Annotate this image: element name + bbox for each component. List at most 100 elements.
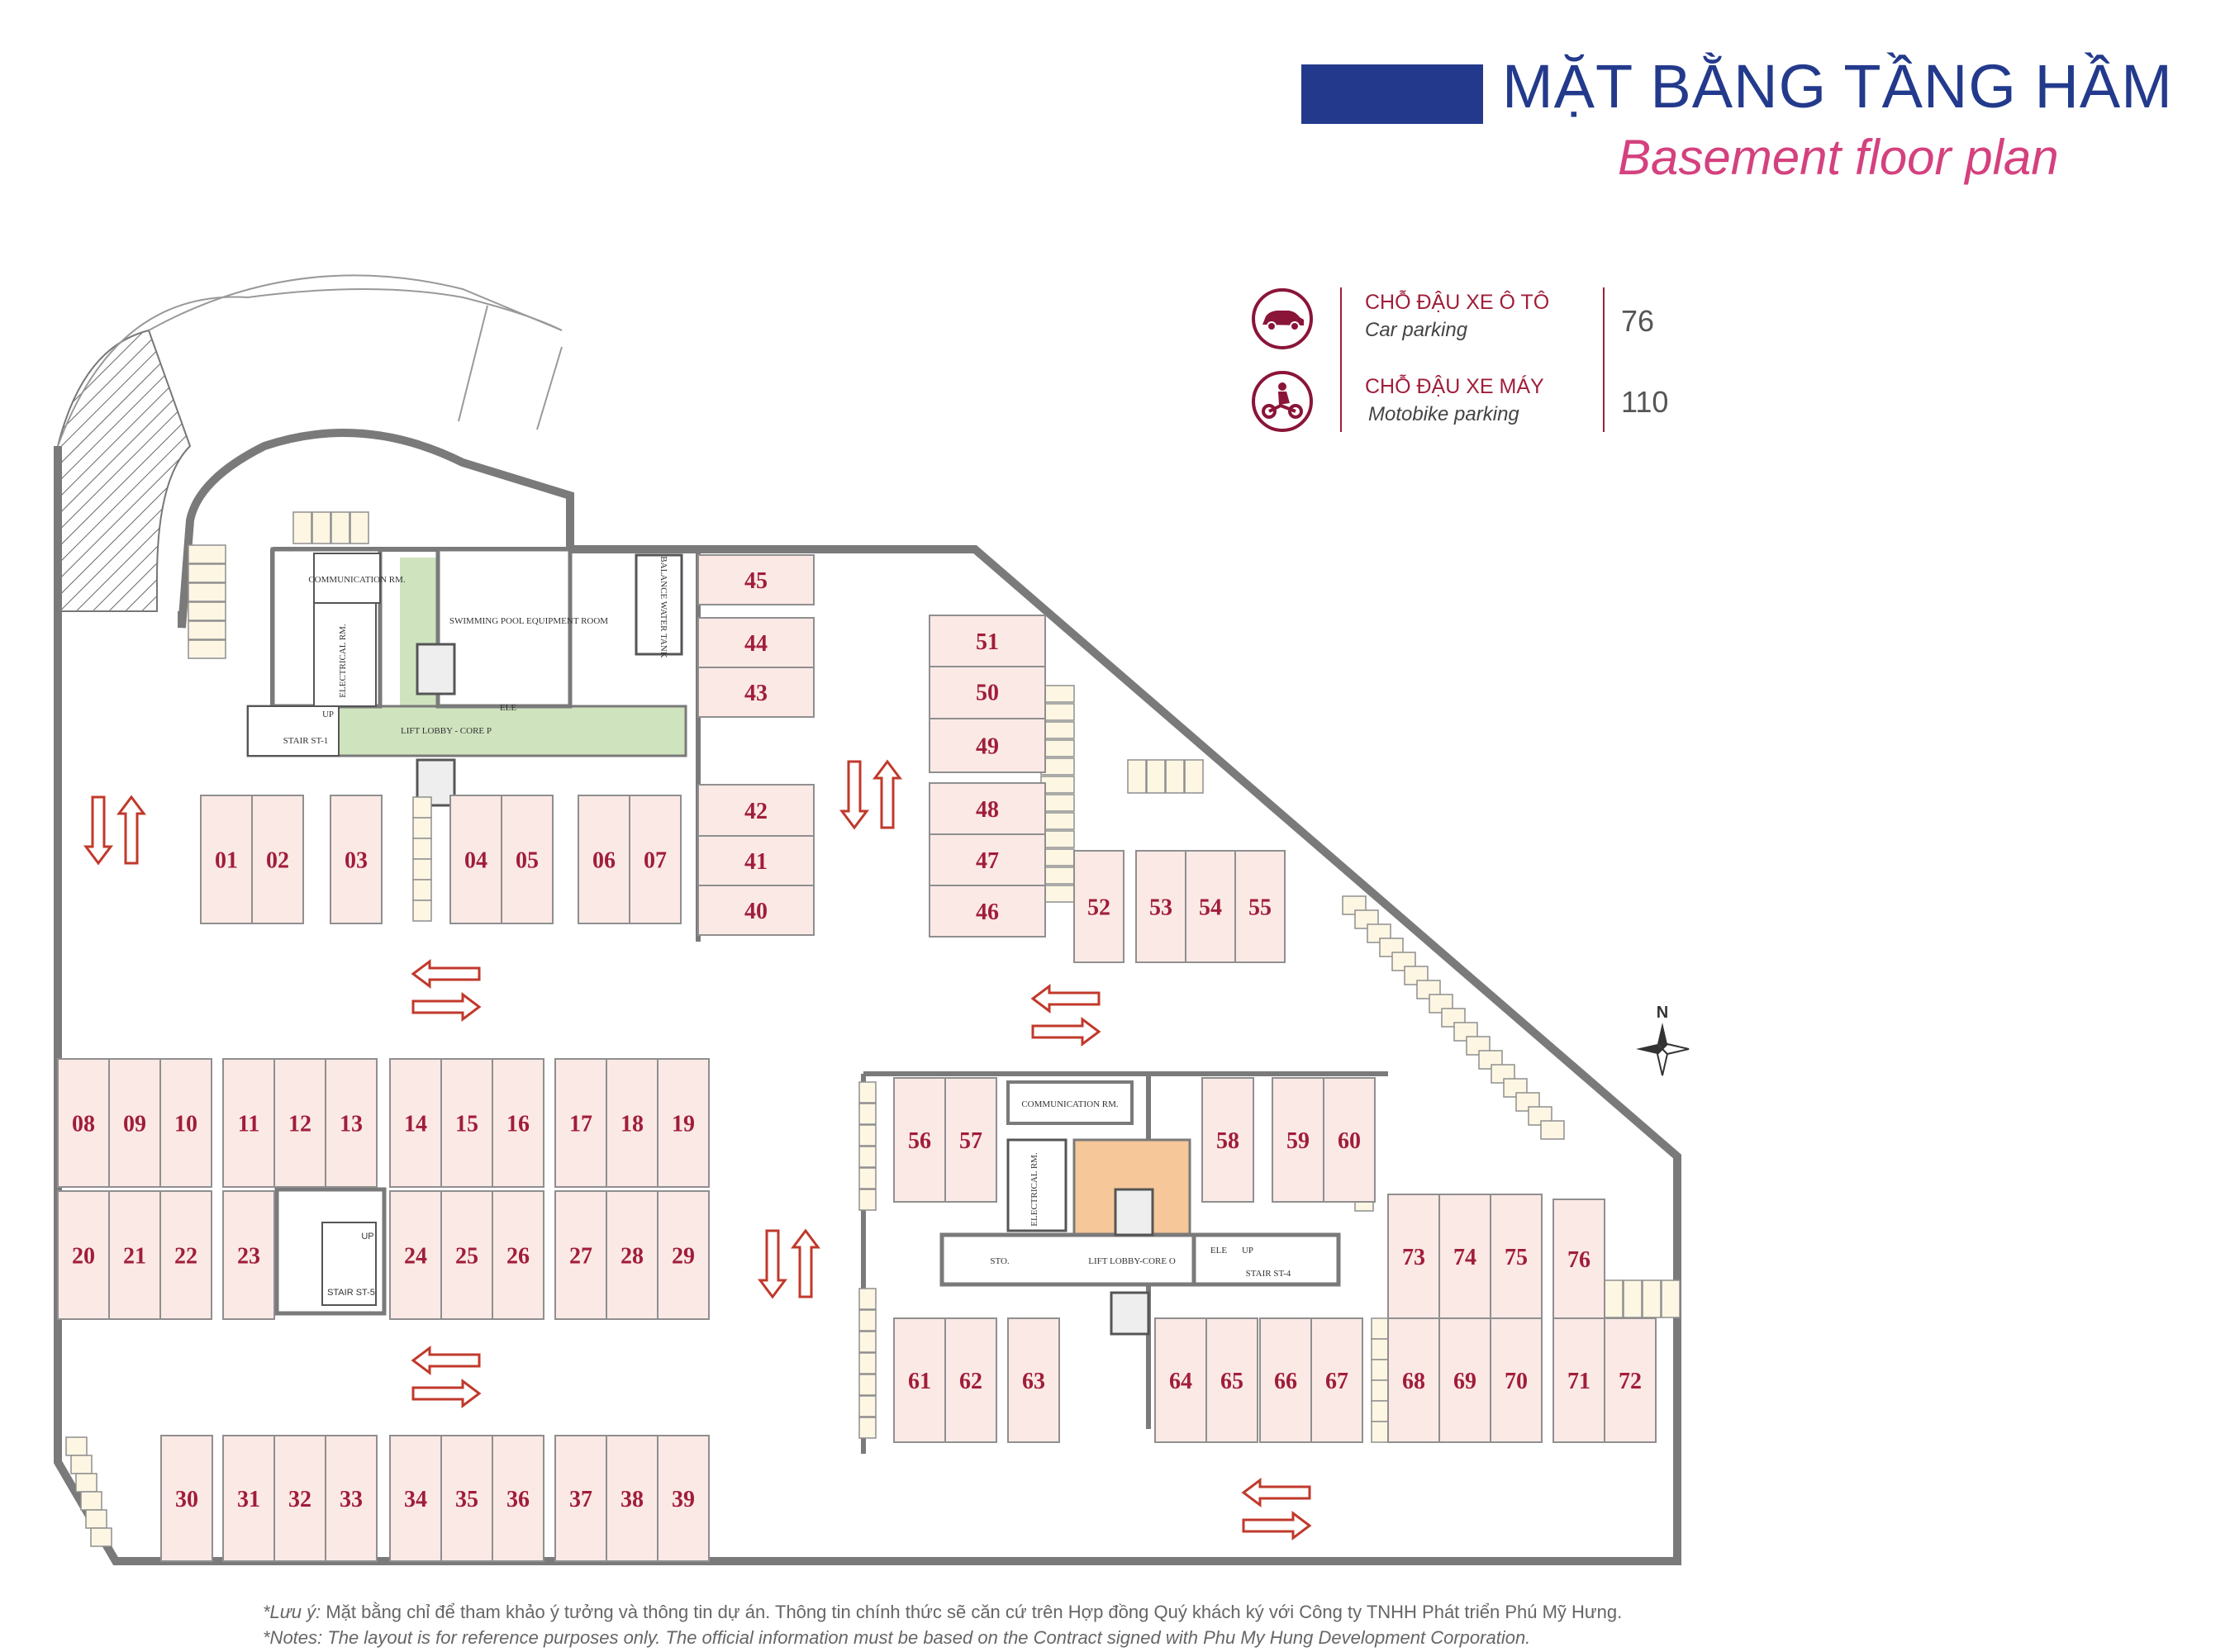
note-en-text: The layout is for reference purposes onl… bbox=[322, 1627, 1531, 1648]
traffic-arrow-icon bbox=[1031, 1017, 1101, 1047]
parking-spot-number: 57 bbox=[959, 1128, 982, 1154]
parking-spot-number: 34 bbox=[404, 1487, 427, 1512]
parking-spot-30: 30 bbox=[160, 1435, 213, 1562]
note-vn: *Lưu ý: Mặt bằng chỉ để tham khảo ý tưởn… bbox=[263, 1602, 1622, 1623]
parking-spot-32: 32 bbox=[273, 1435, 326, 1562]
traffic-arrow-icon bbox=[839, 760, 869, 830]
parking-spot-number: 26 bbox=[506, 1244, 530, 1270]
parking-spot-27: 27 bbox=[554, 1190, 607, 1320]
parking-spot-number: 39 bbox=[672, 1487, 695, 1512]
parking-spot-number: 30 bbox=[175, 1487, 198, 1512]
moto-parking-label-en: Motobike parking bbox=[1368, 403, 1519, 425]
parking-spot-64: 64 bbox=[1154, 1317, 1207, 1443]
motorbike-slot bbox=[858, 1146, 877, 1168]
traffic-arrow-icon bbox=[411, 959, 481, 989]
parking-spot-41: 41 bbox=[697, 835, 815, 886]
parking-spot-number: 68 bbox=[1402, 1369, 1425, 1394]
motorbike-slot bbox=[858, 1352, 877, 1374]
parking-spot-15: 15 bbox=[440, 1058, 493, 1188]
parking-spot-number: 23 bbox=[237, 1244, 260, 1270]
parking-spot-number: 59 bbox=[1286, 1128, 1310, 1154]
page-subtitle: Basement floor plan bbox=[1618, 130, 2059, 185]
parking-spot-06: 06 bbox=[578, 795, 630, 924]
lift-lobby-core-o-label: LIFT LOBBY-CORE O bbox=[1088, 1256, 1176, 1266]
parking-spot-number: 71 bbox=[1567, 1369, 1590, 1394]
compass-north-label: N bbox=[1657, 1004, 1668, 1022]
parking-spot-22: 22 bbox=[159, 1190, 212, 1320]
motorbike-slot bbox=[858, 1374, 877, 1396]
parking-spot-number: 32 bbox=[288, 1487, 311, 1512]
parking-spot-65: 65 bbox=[1205, 1317, 1258, 1443]
parking-spot-number: 24 bbox=[404, 1244, 427, 1270]
motorbike-slot bbox=[75, 1473, 97, 1493]
parking-spot-number: 56 bbox=[908, 1128, 931, 1154]
stair-st1-up-label: UP bbox=[322, 710, 334, 719]
motorbike-slot bbox=[311, 511, 331, 544]
parking-spot-number: 40 bbox=[744, 899, 768, 924]
parking-spot-11: 11 bbox=[222, 1058, 275, 1188]
car-parking-count: 76 bbox=[1621, 304, 1655, 338]
parking-spot-number: 03 bbox=[345, 848, 368, 874]
parking-spot-number: 20 bbox=[72, 1244, 95, 1270]
motorbike-slot bbox=[330, 511, 350, 544]
motorbike-slot bbox=[858, 1331, 877, 1353]
parking-spot-34: 34 bbox=[389, 1435, 442, 1562]
parking-spot-number: 48 bbox=[976, 797, 999, 823]
traffic-arrow-icon bbox=[83, 795, 113, 866]
motorbike-slot bbox=[188, 582, 226, 602]
parking-spot-number: 21 bbox=[123, 1244, 146, 1270]
parking-spot-number: 50 bbox=[976, 681, 999, 706]
parking-spot-60: 60 bbox=[1323, 1077, 1376, 1203]
traffic-arrow-icon bbox=[411, 1346, 481, 1375]
parking-spot-62: 62 bbox=[944, 1317, 997, 1443]
parking-spot-number: 33 bbox=[340, 1487, 363, 1512]
parking-spot-number: 49 bbox=[976, 734, 999, 760]
parking-spot-number: 60 bbox=[1338, 1128, 1361, 1154]
parking-spot-53: 53 bbox=[1135, 850, 1186, 963]
stair-st5-label: STAIR ST-5 bbox=[327, 1288, 375, 1298]
motorbike-slot bbox=[412, 796, 432, 819]
car-icon bbox=[1252, 288, 1313, 349]
pool-equipment-room-label: SWIMMING POOL EQUIPMENT ROOM bbox=[449, 616, 608, 626]
electrical-room-o-label: ELECTRICAL RM. bbox=[1029, 1152, 1039, 1227]
motorbike-slot bbox=[858, 1081, 877, 1104]
parking-spot-47: 47 bbox=[929, 833, 1046, 886]
motorbike-slot bbox=[1661, 1279, 1681, 1318]
motorbike-icon bbox=[1252, 371, 1313, 432]
parking-spot-14: 14 bbox=[389, 1058, 442, 1188]
parking-spot-number: 74 bbox=[1453, 1245, 1476, 1270]
parking-spot-67: 67 bbox=[1310, 1317, 1363, 1443]
motorbike-slot bbox=[188, 620, 226, 640]
traffic-arrow-icon bbox=[411, 992, 482, 1022]
parking-spot-72: 72 bbox=[1604, 1317, 1657, 1443]
parking-spot-number: 46 bbox=[976, 900, 999, 925]
stair-st1-label: STAIR ST-1 bbox=[283, 736, 329, 746]
parking-spot-59: 59 bbox=[1272, 1077, 1324, 1203]
parking-spot-number: 06 bbox=[592, 848, 616, 874]
parking-spot-36: 36 bbox=[492, 1435, 544, 1562]
parking-spot-number: 65 bbox=[1220, 1369, 1243, 1394]
parking-spot-number: 17 bbox=[569, 1112, 592, 1137]
parking-spot-43: 43 bbox=[697, 667, 815, 718]
motorbike-slot bbox=[1371, 1400, 1389, 1422]
motorbike-slot bbox=[1371, 1338, 1389, 1360]
parking-spot-number: 41 bbox=[744, 849, 768, 875]
parking-spot-number: 18 bbox=[621, 1112, 644, 1137]
parking-spot-number: 53 bbox=[1149, 895, 1172, 921]
parking-spot-57: 57 bbox=[944, 1077, 997, 1203]
parking-spot-51: 51 bbox=[929, 615, 1046, 667]
note-vn-prefix: *Lưu ý: bbox=[263, 1602, 321, 1622]
parking-spot-number: 29 bbox=[672, 1244, 695, 1270]
balance-water-tank-label: BALANCE WATER TANK bbox=[659, 556, 668, 657]
parking-spot-07: 07 bbox=[629, 795, 682, 924]
traffic-arrow-icon bbox=[411, 1379, 482, 1408]
motorbike-slot bbox=[412, 900, 432, 922]
motorbike-slot bbox=[188, 639, 226, 659]
parking-spot-number: 11 bbox=[238, 1112, 259, 1137]
parking-spot-number: 47 bbox=[976, 848, 999, 874]
parking-spot-number: 54 bbox=[1199, 895, 1222, 921]
north-compass-icon: N bbox=[1636, 1004, 1690, 1076]
parking-spot-52: 52 bbox=[1073, 850, 1125, 963]
parking-spot-number: 09 bbox=[123, 1112, 146, 1137]
parking-spot-number: 10 bbox=[174, 1112, 197, 1137]
